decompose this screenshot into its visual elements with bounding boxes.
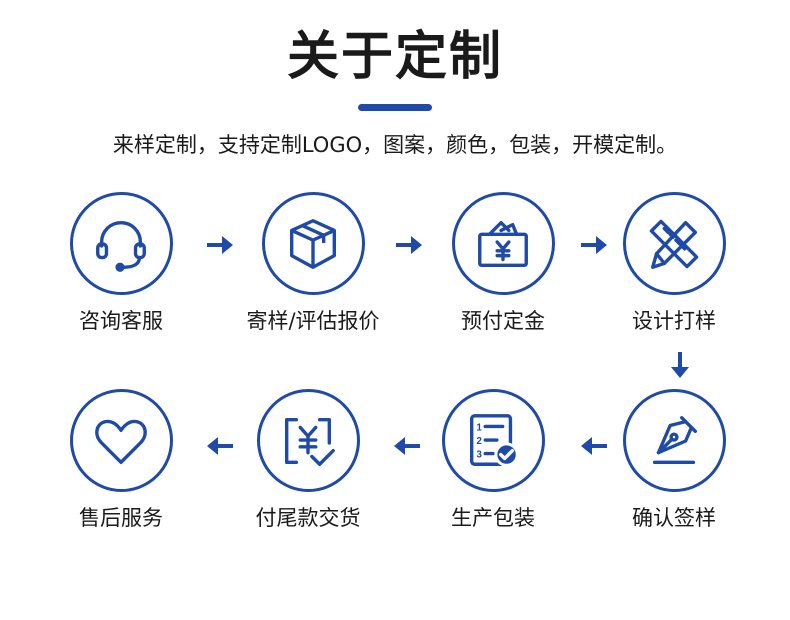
- yuan-payment-icon: [284, 417, 335, 466]
- arrow-right-icon: [396, 236, 422, 254]
- step-circle: [622, 192, 726, 295]
- arrow-left-icon: [394, 437, 420, 455]
- arrow-left-icon: [207, 437, 233, 455]
- arrow-left-icon: [581, 437, 607, 455]
- step-design-proof: 设计打样: [594, 192, 754, 335]
- arrow-right-icon: [581, 236, 607, 254]
- page-subtitle: 来样定制，支持定制LOGO，图案，颜色，包装，开模定制。: [112, 133, 678, 157]
- step-consult: 咨询客服: [41, 192, 201, 335]
- step-circle: 1 2 3: [441, 389, 545, 492]
- pen-nib-icon: [652, 415, 698, 464]
- arrow-down-icon: [671, 352, 689, 378]
- step-label: 寄样/评估报价: [246, 309, 380, 333]
- step-confirm-sample: 确认签样: [594, 389, 754, 532]
- step-after-sales: 售后服务: [41, 389, 201, 532]
- step-label: 预付定金: [461, 309, 545, 333]
- step-circle: [69, 192, 173, 295]
- title-underline: [358, 104, 432, 111]
- checklist-icon: 1 2 3: [469, 413, 519, 467]
- svg-text:1: 1: [477, 422, 483, 433]
- arrow-right-icon: [207, 236, 233, 254]
- yuan-envelope-icon: [478, 220, 528, 267]
- step-label: 确认签样: [632, 506, 716, 530]
- ruler-pencil-icon: [649, 219, 699, 269]
- svg-text:2: 2: [477, 435, 482, 446]
- heart-icon: [95, 419, 147, 464]
- step-label: 设计打样: [632, 309, 716, 333]
- step-circle: [256, 389, 360, 492]
- step-deposit: 预付定金: [423, 192, 583, 335]
- step-label: 生产包装: [451, 506, 535, 530]
- step-sample-quote: 寄样/评估报价: [233, 192, 393, 335]
- step-circle: [261, 192, 365, 295]
- step-production: 1 2 3 生产包装: [413, 389, 573, 532]
- step-label: 售后服务: [79, 506, 163, 530]
- step-circle: [451, 192, 555, 295]
- headset-icon: [96, 220, 146, 272]
- step-circle: [622, 389, 726, 492]
- step-final-payment: 付尾款交货: [228, 389, 388, 532]
- svg-text:3: 3: [477, 449, 483, 460]
- page-title: 关于定制: [286, 27, 503, 87]
- step-circle: [69, 389, 173, 492]
- step-label: 咨询客服: [79, 309, 163, 333]
- step-label: 付尾款交货: [255, 506, 361, 530]
- package-box-icon: [289, 218, 337, 269]
